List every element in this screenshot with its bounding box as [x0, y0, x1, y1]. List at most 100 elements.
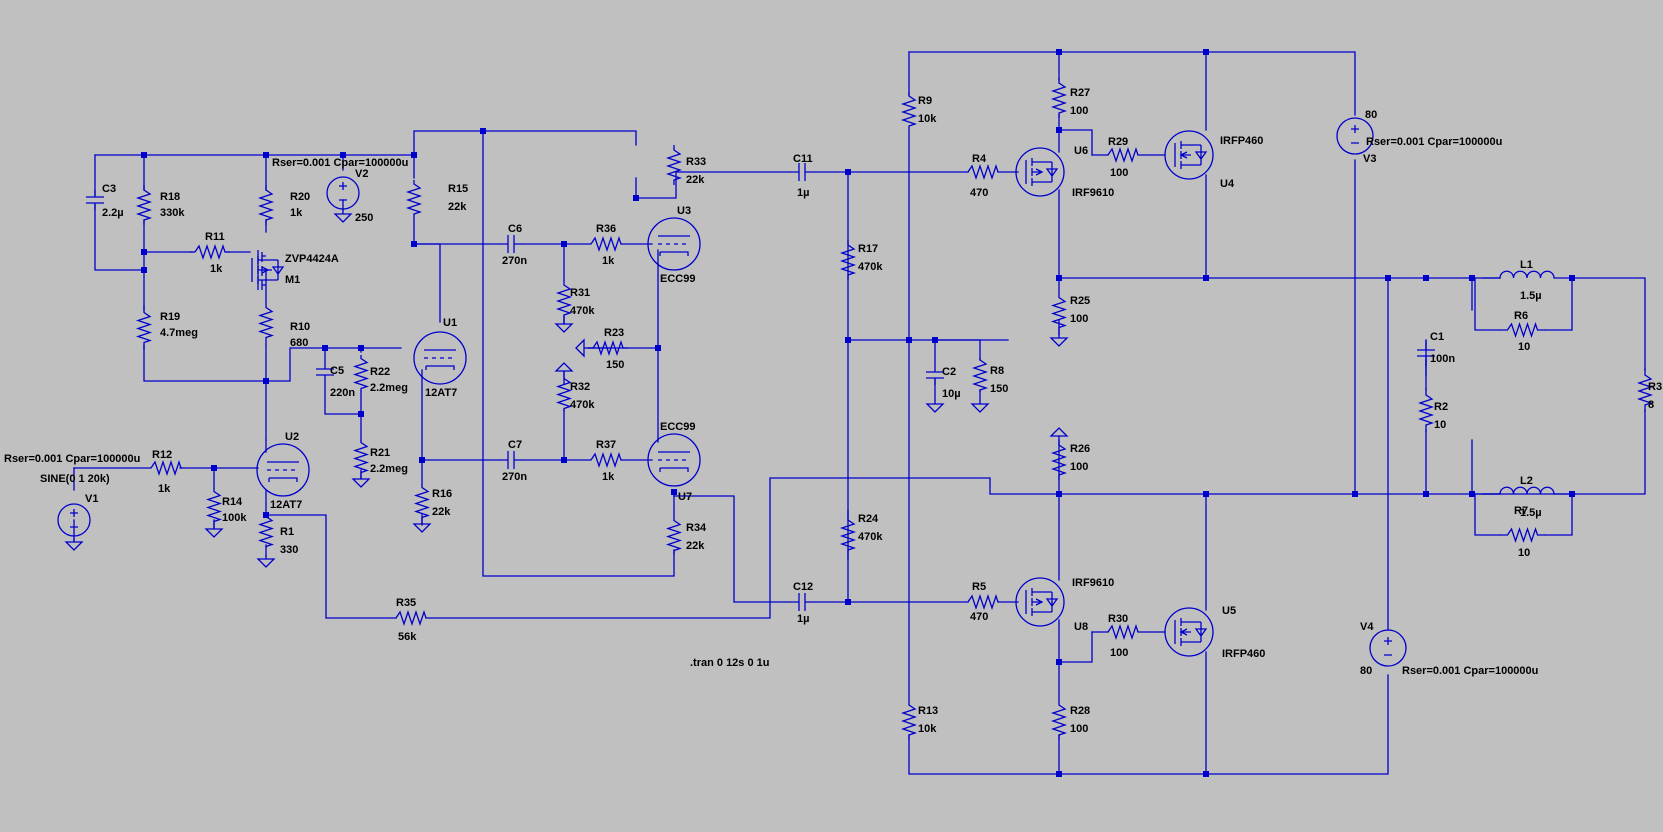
r10-resistor[interactable]: [257, 300, 275, 345]
v3-value-label: 80: [1365, 109, 1377, 121]
u5-mosfet[interactable]: [1164, 607, 1214, 657]
c3-ref-label: C3: [102, 183, 116, 195]
wire: [143, 344, 267, 382]
symbol-stroke: [86, 190, 104, 210]
u7-vacuum-tube[interactable]: [647, 433, 701, 487]
r34-resistor[interactable]: [665, 516, 683, 555]
l1-inductor[interactable]: [1482, 270, 1572, 279]
v4-param-label: Rser=0.001 Cpar=100000u: [1402, 665, 1538, 677]
symbol-stroke: [135, 185, 153, 225]
r9-resistor[interactable]: [900, 92, 918, 130]
r36-resistor[interactable]: [590, 235, 622, 253]
r3-resistor[interactable]: [1636, 368, 1654, 412]
v1-voltage-source[interactable]: [57, 503, 91, 537]
r21-resistor[interactable]: [352, 440, 370, 475]
symbol-stroke: [665, 516, 683, 555]
tube-envelope: [413, 331, 467, 385]
junction-dot: [1203, 771, 1209, 777]
symbol-stroke: [1179, 628, 1188, 636]
u4-value-label: IRFP460: [1220, 135, 1263, 147]
c7-capacitor[interactable]: [500, 451, 522, 469]
r5-resistor[interactable]: [967, 593, 999, 611]
r32-resistor[interactable]: [555, 375, 573, 412]
r25-ref-label: R25: [1070, 295, 1090, 307]
r37-resistor[interactable]: [590, 451, 622, 469]
c6-capacitor[interactable]: [500, 235, 522, 253]
wire: [482, 130, 675, 577]
r31-resistor[interactable]: [555, 280, 573, 320]
r1-resistor[interactable]: [257, 515, 275, 548]
r9-value-label: 10k: [918, 113, 937, 125]
u6-mosfet[interactable]: [1015, 147, 1065, 197]
r23-resistor[interactable]: [588, 339, 628, 357]
symbol-stroke: [1500, 526, 1545, 544]
v3-voltage-source[interactable]: [1336, 117, 1374, 155]
r13-value-label: 10k: [918, 723, 937, 735]
r16-resistor[interactable]: [413, 485, 431, 520]
m1-value-label: ZVP4424A: [285, 253, 339, 265]
symbol-stroke: [1035, 598, 1044, 606]
u2-vacuum-tube[interactable]: [256, 443, 310, 497]
r28-resistor[interactable]: [1050, 700, 1068, 740]
r29-resistor[interactable]: [1107, 146, 1139, 164]
r6-resistor[interactable]: [1500, 321, 1545, 339]
u8-mosfet[interactable]: [1015, 577, 1065, 627]
u3-vacuum-tube[interactable]: [647, 217, 701, 271]
symbol-stroke: [590, 451, 622, 469]
u4-mosfet[interactable]: [1164, 130, 1214, 180]
r35-resistor[interactable]: [395, 609, 427, 627]
c12-capacitor[interactable]: [790, 593, 814, 611]
r2-resistor[interactable]: [1417, 388, 1435, 432]
c1-capacitor[interactable]: [1417, 340, 1435, 366]
r36-ref-label: R36: [596, 223, 616, 235]
l2-inductor[interactable]: [1482, 486, 1572, 495]
v4-voltage-source[interactable]: [1369, 629, 1407, 667]
r4-resistor[interactable]: [967, 163, 999, 181]
c5-capacitor[interactable]: [316, 362, 334, 382]
components: [57, 78, 1654, 740]
junction-dot: [1423, 275, 1429, 281]
r14-resistor[interactable]: [205, 488, 223, 525]
c11-capacitor[interactable]: [790, 163, 814, 181]
r2-value-label: 10: [1434, 419, 1446, 431]
r32-ref-label: R32: [570, 381, 590, 393]
m1-ref-label: M1: [285, 274, 300, 286]
r24-resistor[interactable]: [839, 510, 857, 560]
v2-voltage-source[interactable]: [326, 176, 360, 210]
c2-capacitor[interactable]: [926, 365, 944, 385]
wire: [1544, 493, 1573, 536]
r4-value-label: 470: [970, 187, 988, 199]
r24-value-label: 470k: [858, 531, 883, 543]
r11-resistor[interactable]: [190, 243, 230, 261]
r6-ref-label: R6: [1514, 310, 1528, 322]
junction-dot: [263, 378, 269, 384]
l2-ref-label: L2: [1520, 475, 1533, 487]
symbol-stroke: [839, 240, 857, 280]
r30-resistor[interactable]: [1107, 623, 1139, 641]
r7-resistor[interactable]: [1500, 526, 1545, 544]
r8-resistor[interactable]: [971, 358, 989, 392]
r33-resistor[interactable]: [665, 145, 683, 185]
spice-directive[interactable]: .tran 0 12s 0 1u: [690, 657, 770, 669]
r26-resistor[interactable]: [1050, 440, 1068, 480]
r17-resistor[interactable]: [839, 240, 857, 280]
r19-resistor[interactable]: [135, 305, 153, 350]
symbol-stroke: [971, 358, 989, 392]
u4-ref-label: U4: [1220, 178, 1235, 190]
u1-vacuum-tube[interactable]: [413, 331, 467, 385]
r7-value-label: 10: [1518, 547, 1530, 559]
junction-dot: [263, 152, 269, 158]
junction-dot: [906, 337, 912, 343]
junction-dot: [211, 465, 217, 471]
wire: [1474, 277, 1501, 331]
c3-capacitor[interactable]: [86, 190, 104, 210]
r20-resistor[interactable]: [257, 185, 275, 225]
r13-resistor[interactable]: [900, 700, 918, 740]
r18-resistor[interactable]: [135, 185, 153, 225]
r27-resistor[interactable]: [1050, 78, 1068, 118]
r12-resistor[interactable]: [150, 459, 182, 477]
r15-resistor[interactable]: [405, 180, 423, 218]
r25-resistor[interactable]: [1050, 290, 1068, 335]
r22-resistor[interactable]: [352, 355, 370, 392]
